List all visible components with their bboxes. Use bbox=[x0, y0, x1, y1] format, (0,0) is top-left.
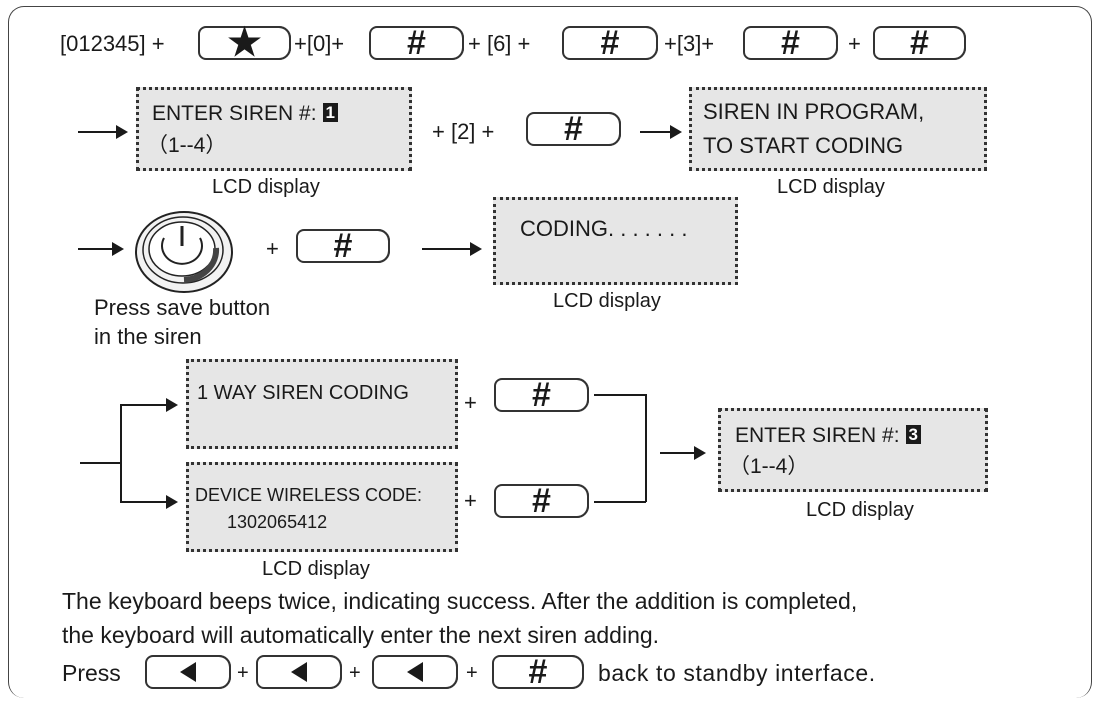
hash-icon: # bbox=[600, 24, 620, 62]
right-arrow-icon bbox=[120, 398, 178, 412]
hash-key: # bbox=[369, 26, 464, 60]
hash-key: # bbox=[526, 112, 621, 146]
lcd-one-way-siren-coding: 1 WAY SIREN CODING bbox=[186, 359, 458, 449]
lcd-caption: LCD display bbox=[212, 176, 320, 198]
hash-icon: # bbox=[407, 24, 426, 62]
right-arrow-icon bbox=[78, 242, 124, 256]
hash-icon: # bbox=[910, 24, 929, 62]
star-key: ★ bbox=[198, 22, 291, 64]
siren-instruction: in the siren bbox=[94, 324, 202, 349]
right-arrow-icon bbox=[120, 495, 178, 509]
hash-icon: # bbox=[532, 482, 551, 520]
merge-line bbox=[594, 501, 646, 503]
siren-number-badge: 3 bbox=[905, 425, 922, 444]
plus-text: + bbox=[237, 662, 249, 684]
plus-text: + bbox=[349, 662, 361, 684]
lcd-enter-siren-3: ENTER SIREN #: 3 （1--4） bbox=[718, 408, 988, 492]
star-icon: ★ bbox=[227, 22, 262, 64]
hash-icon: # bbox=[528, 653, 548, 691]
hash-key: # bbox=[562, 26, 658, 60]
plus-three-text: +[3]+ bbox=[664, 31, 715, 56]
plus-zero-text: +[0]+ bbox=[294, 31, 345, 56]
code-entry-text: [012345] + bbox=[60, 31, 165, 56]
plus-text: + bbox=[466, 662, 478, 684]
press-label: Press bbox=[62, 660, 121, 686]
hash-key: # bbox=[296, 229, 390, 263]
left-triangle-icon bbox=[407, 662, 423, 682]
branch-line bbox=[120, 404, 122, 502]
plus-text: + bbox=[464, 488, 477, 513]
lcd-device-wireless-code: DEVICE WIRELESS CODE: 1302065412 bbox=[186, 462, 458, 552]
success-note: the keyboard will automatically enter th… bbox=[62, 622, 660, 648]
branch-line bbox=[80, 462, 121, 464]
lcd-line: （1--4） bbox=[147, 134, 227, 157]
plus-two-text: + [2] + bbox=[432, 119, 495, 144]
success-note: The keyboard beeps twice, indicating suc… bbox=[62, 588, 858, 614]
lcd-caption: LCD display bbox=[262, 558, 370, 580]
hash-key: # bbox=[492, 655, 584, 689]
merge-line bbox=[594, 394, 646, 396]
right-arrow-icon bbox=[640, 125, 682, 139]
lcd-line: ENTER SIREN #: bbox=[152, 102, 317, 125]
hash-icon: # bbox=[781, 24, 800, 62]
lcd-caption: LCD display bbox=[553, 290, 661, 312]
hash-icon: # bbox=[564, 110, 583, 148]
lcd-line: 1302065412 bbox=[227, 512, 328, 532]
hash-key: # bbox=[494, 378, 589, 412]
plus-text: + bbox=[266, 236, 279, 261]
right-arrow-icon bbox=[660, 446, 706, 460]
lcd-enter-siren-1: ENTER SIREN #: 1 （1--4） bbox=[136, 87, 412, 171]
back-key bbox=[372, 655, 458, 689]
left-triangle-icon bbox=[291, 662, 307, 682]
merge-line bbox=[645, 394, 647, 502]
lcd-line: SIREN IN PROGRAM, bbox=[703, 99, 925, 124]
hash-icon: # bbox=[532, 376, 551, 414]
siren-instruction: Press save button bbox=[94, 295, 271, 320]
siren-number-badge: 1 bbox=[322, 103, 339, 122]
standby-note: back to standby interface. bbox=[598, 660, 876, 686]
right-arrow-icon bbox=[78, 125, 128, 139]
plus-six-text: + [6] + bbox=[468, 31, 531, 56]
lcd-line: DEVICE WIRELESS CODE: bbox=[195, 485, 423, 505]
power-button-icon bbox=[135, 211, 233, 293]
lcd-caption: LCD display bbox=[806, 499, 914, 521]
hash-key: # bbox=[873, 26, 966, 60]
lcd-line: 1 WAY SIREN CODING bbox=[197, 382, 409, 404]
back-key bbox=[256, 655, 342, 689]
lcd-caption: LCD display bbox=[777, 176, 885, 198]
back-key bbox=[145, 655, 231, 689]
lcd-coding: CODING. . . . . . . bbox=[493, 197, 738, 285]
right-arrow-icon bbox=[422, 242, 482, 256]
lcd-line: ENTER SIREN #: bbox=[735, 424, 900, 447]
left-triangle-icon bbox=[180, 662, 196, 682]
hash-icon: # bbox=[333, 227, 353, 265]
diagram-frame bbox=[8, 6, 1092, 698]
lcd-line: TO START CODING bbox=[703, 133, 904, 158]
lcd-line: （1--4） bbox=[729, 455, 809, 478]
lcd-siren-in-program: SIREN IN PROGRAM, TO START CODING bbox=[689, 87, 987, 171]
plus-text: + bbox=[848, 31, 861, 56]
hash-key: # bbox=[494, 484, 589, 518]
plus-text: + bbox=[464, 390, 477, 415]
lcd-line: CODING. . . . . . . bbox=[520, 216, 688, 241]
hash-key: # bbox=[743, 26, 838, 60]
